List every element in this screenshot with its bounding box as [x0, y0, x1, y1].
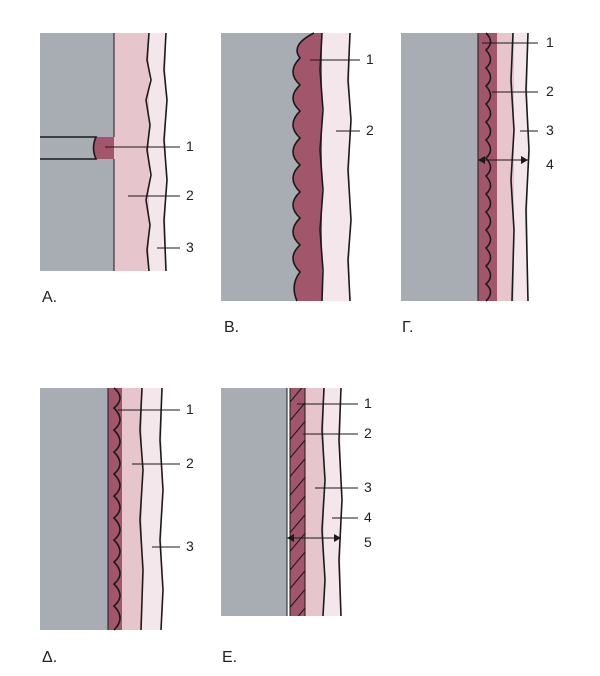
panel-e: 1 2 3 4 5 E.: [221, 387, 372, 666]
panel-g-layer-3: [514, 33, 528, 301]
panel-a-line-2: [145, 32, 152, 272]
panel-g-layer-1: [478, 33, 497, 301]
panel-g: 1 2 3 4 Γ.: [401, 32, 554, 336]
panel-e-label-4: 4: [364, 509, 372, 525]
panel-b-label-1: 1: [366, 51, 374, 67]
panel-g-label-3: 3: [546, 122, 554, 138]
panel-g-wall: [401, 33, 478, 301]
panel-a-layer-3: [149, 33, 166, 271]
panel-e-wall: [221, 388, 287, 616]
panel-a: 1 2 3 A.: [40, 32, 194, 306]
panel-g-wavy: [484, 32, 492, 302]
panel-d-layer-2: [122, 388, 142, 630]
panel-e-label-1: 1: [364, 395, 372, 411]
panel-d-label-1: 1: [186, 401, 194, 417]
panel-g-layer-2: [497, 33, 514, 301]
panel-b-layer-1: [293, 33, 322, 301]
panel-g-label-2: 2: [546, 83, 554, 99]
panel-e-title: E.: [222, 649, 237, 666]
panel-g-label-1: 1: [546, 34, 554, 50]
panel-e-label-2: 2: [364, 425, 372, 441]
panel-e-label-3: 3: [364, 479, 372, 495]
panel-a-line-3: [163, 32, 168, 272]
panel-a-label-3: 3: [186, 239, 194, 255]
panel-b: 1 2 B.: [221, 32, 374, 336]
panel-a-joint: [40, 137, 96, 159]
panel-a-label-1: 1: [186, 138, 194, 154]
panel-e-layer-1: [287, 388, 290, 616]
panel-d: 1 2 3 Δ.: [40, 387, 194, 666]
panel-d-title: Δ.: [42, 649, 57, 666]
panel-d-label-2: 2: [186, 455, 194, 471]
panel-a-title: A.: [42, 289, 57, 306]
panel-a-layer-1: [93, 137, 114, 159]
panel-b-bumps: [292, 32, 315, 302]
panel-e-layer-2: [290, 388, 305, 616]
panel-e-label-5: 5: [364, 534, 372, 550]
panel-a-layer-2: [114, 33, 149, 271]
panel-d-layer-3: [142, 388, 162, 630]
panel-b-layer-2: [321, 33, 350, 301]
panel-d-wall: [40, 388, 108, 630]
panel-a-label-2: 2: [186, 187, 194, 203]
panel-b-label-2: 2: [366, 122, 374, 138]
panel-b-title: B.: [224, 319, 239, 336]
panel-a-joint-outline: [40, 136, 98, 160]
panel-g-title: Γ.: [402, 319, 414, 336]
panel-d-label-3: 3: [186, 538, 194, 554]
panel-e-layer-3: [305, 388, 324, 616]
panel-e-layer-4: [324, 388, 341, 616]
panel-g-label-4: 4: [546, 156, 554, 172]
panel-d-wavy: [112, 387, 121, 631]
